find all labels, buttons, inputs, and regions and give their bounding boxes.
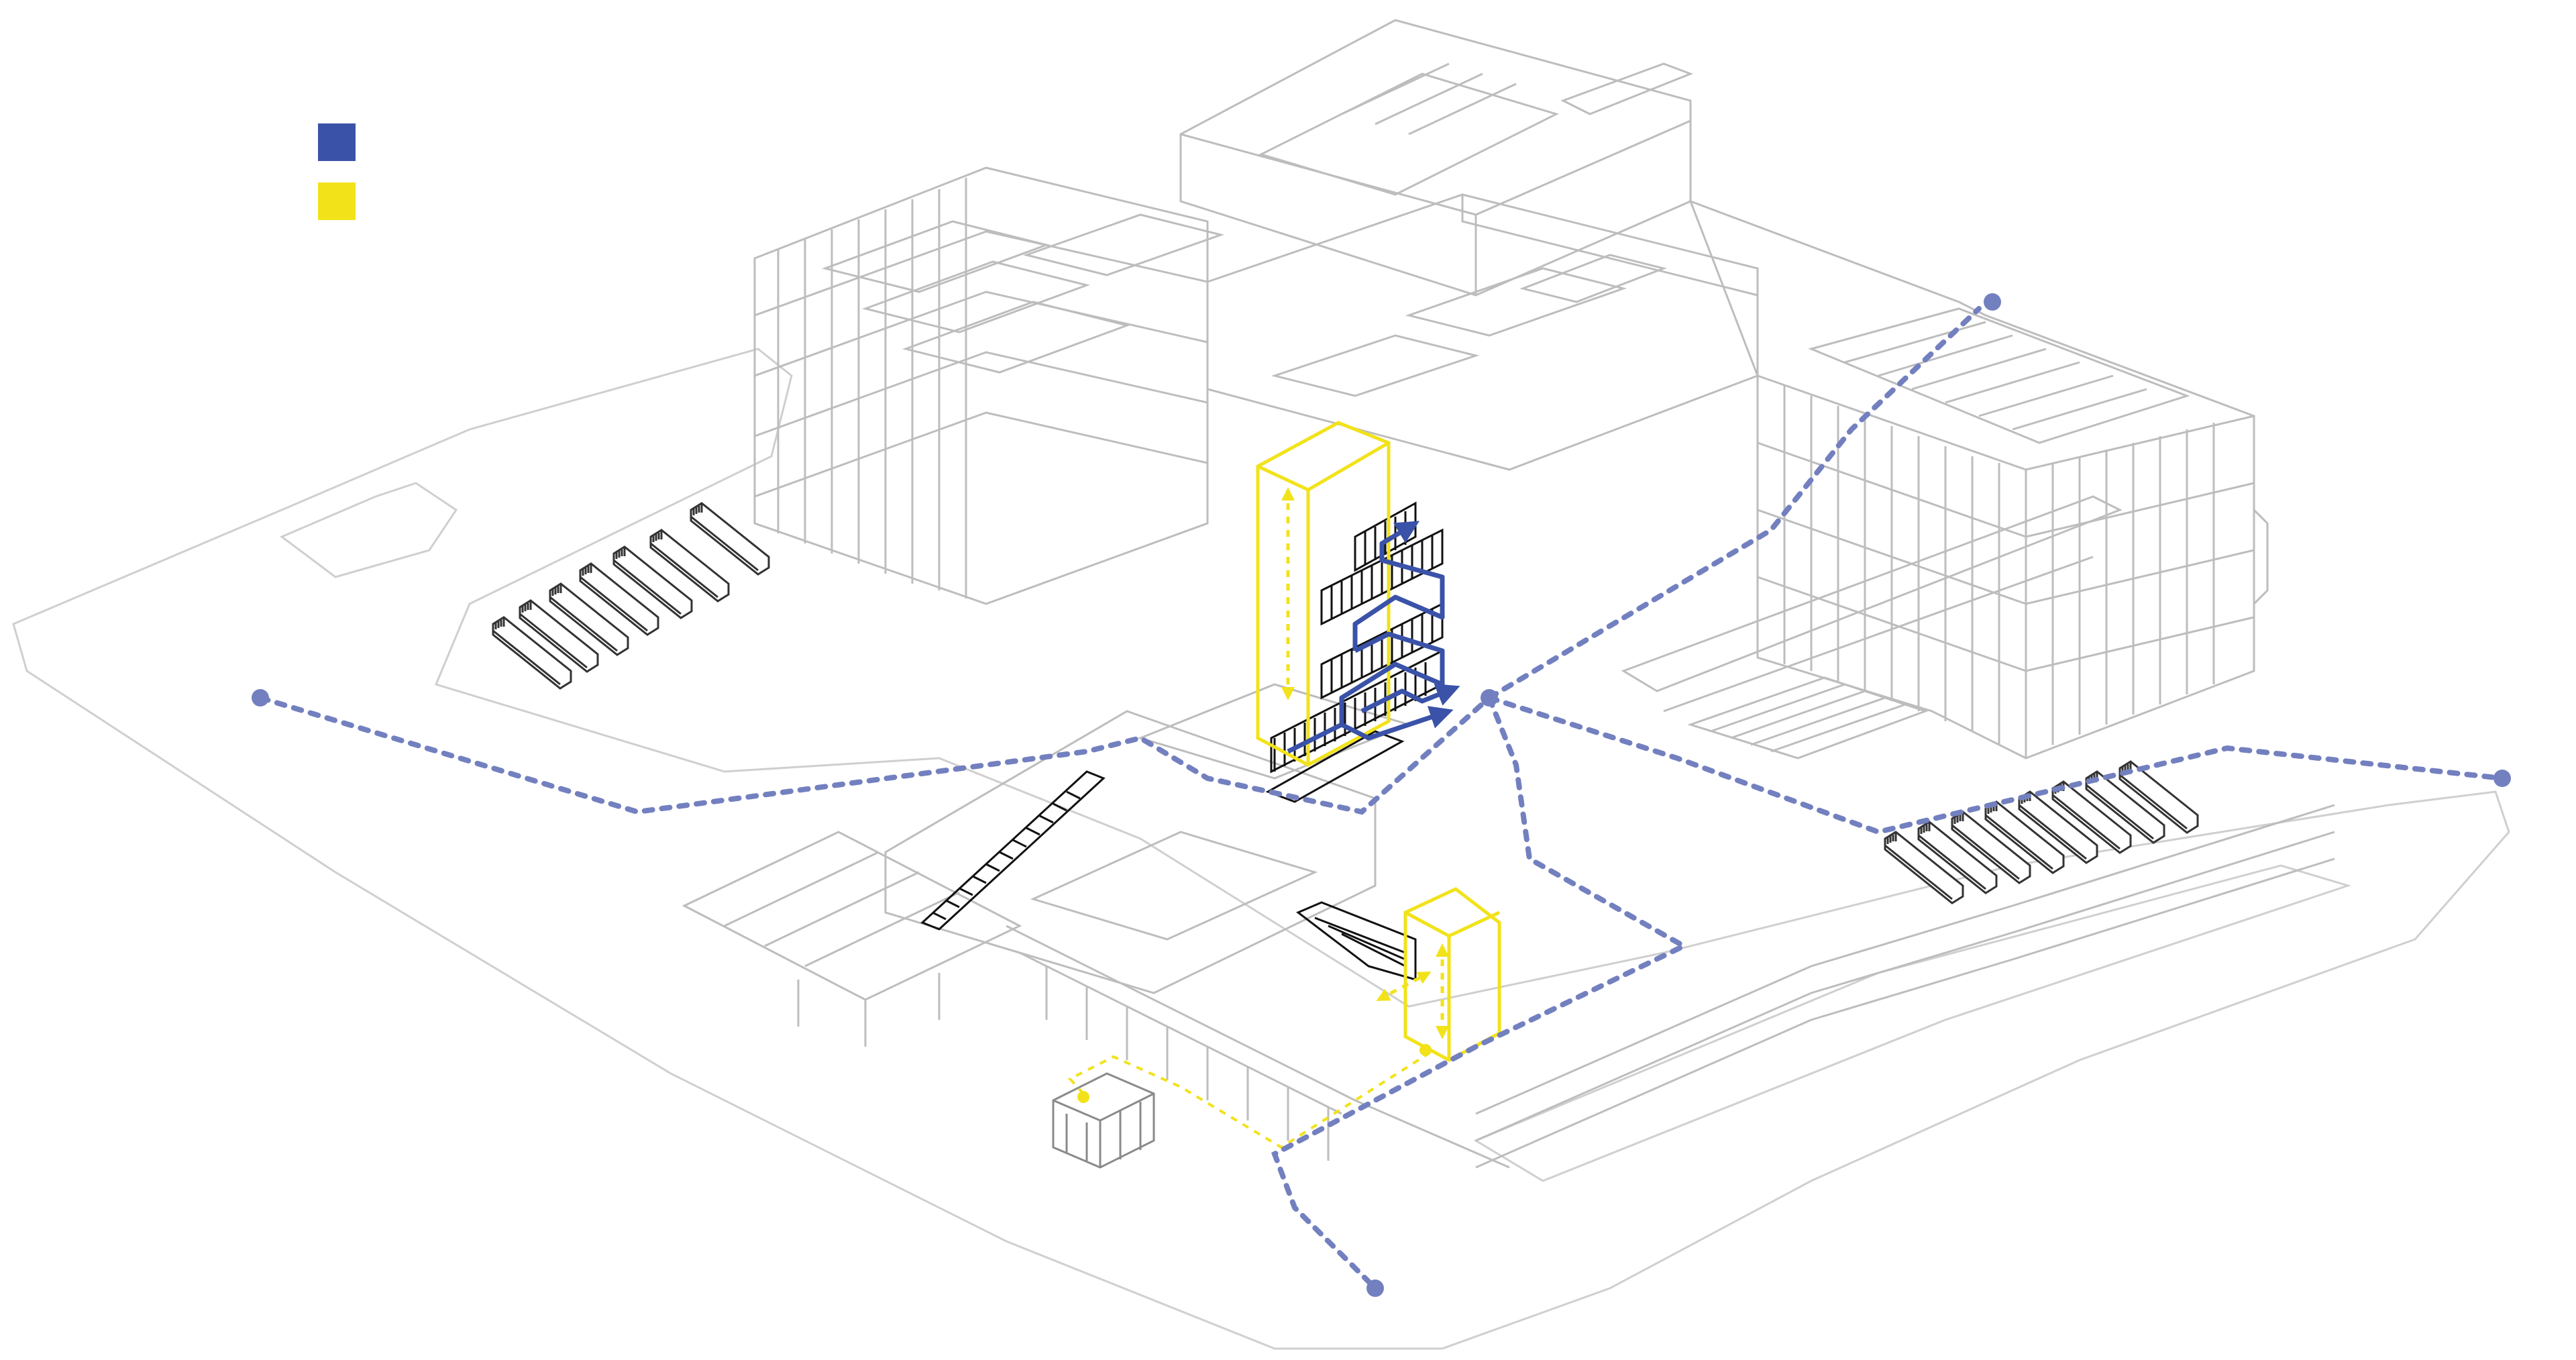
yellow-access-path <box>1067 1052 1430 1149</box>
stair-circulation-arrows <box>1287 521 1460 754</box>
endpoint-dot-icon <box>1984 293 2001 311</box>
pedestrian-paths <box>258 306 2505 1291</box>
yellow-endpoint-dot-icon <box>1077 1091 1089 1103</box>
yellow-swatch-icon <box>318 182 356 220</box>
endpoint-dot-icon <box>2493 770 2511 787</box>
site-boundary <box>12 348 2510 1350</box>
legend-item-vertical-core <box>318 182 372 220</box>
benches-left <box>492 502 770 690</box>
blue-swatch-icon <box>318 123 356 161</box>
central-stair <box>1265 501 1444 803</box>
pavilion-hut <box>1052 1072 1155 1169</box>
legend <box>318 123 372 242</box>
lower-stair <box>1296 901 1417 981</box>
left-grand-stair <box>920 770 1106 931</box>
yellow-core-dot-icon <box>1419 1044 1432 1056</box>
benches-right <box>1884 760 2199 904</box>
legend-item-stair-circulation <box>318 123 372 161</box>
main-building <box>682 19 2335 1169</box>
endpoint-dot-icon <box>1366 1279 1384 1297</box>
vertical-core-tall <box>1256 421 1391 767</box>
endpoint-dot-icon <box>252 689 269 707</box>
endpoint-dot-icon <box>1481 689 1498 707</box>
path-endpoints <box>252 293 2511 1297</box>
